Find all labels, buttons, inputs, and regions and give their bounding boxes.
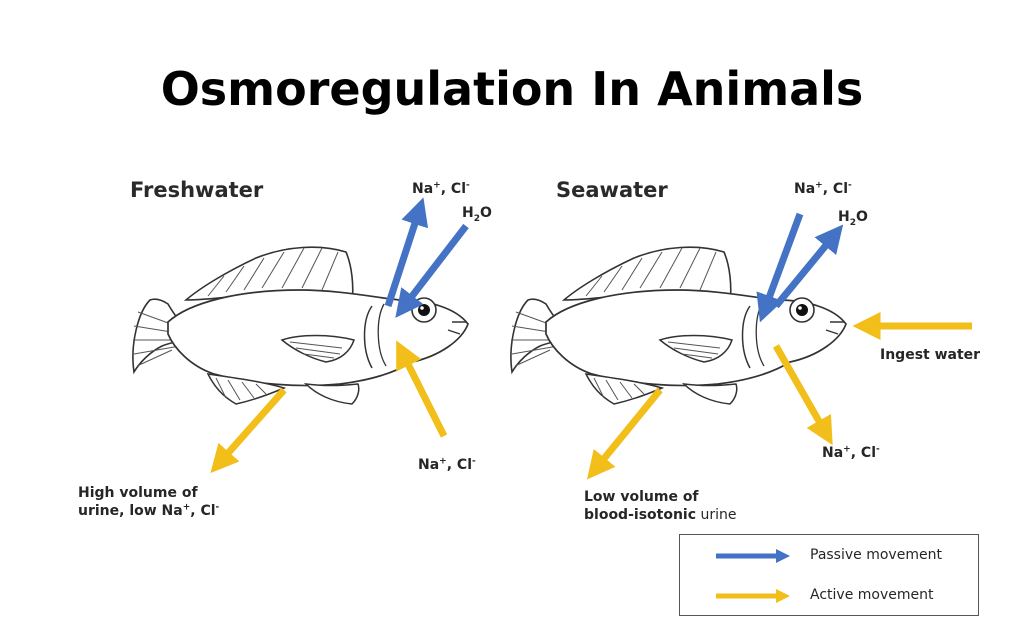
sw-ingest-water-label: Ingest water [880,347,981,363]
seawater-label: Seawater [556,178,668,202]
sw-active-ion-out-arrow [772,344,833,446]
fw-passive-water-in-arrow [395,223,469,318]
fw-water-label: H2O [462,205,492,224]
sw-passive-ion-label: Na+, Cl- [794,180,852,197]
legend-active-arrow [716,589,790,603]
fw-active-ion-label: Na+, Cl- [418,456,476,473]
sw-active-ion-label: Na+, Cl- [822,444,880,461]
legend-passive-label: Passive movement [810,547,942,563]
legend-passive-arrow [716,549,790,563]
sw-urine-out-arrow [586,387,663,480]
fw-passive-ion-out-arrow [384,197,429,308]
legend-passive-row: Passive movement [680,541,980,571]
legend-active-row: Active movement [680,581,980,611]
legend: Passive movement Active movement [679,534,979,616]
sw-urine-label: Low volume of blood-isotonic urine [584,489,737,524]
page-title: Osmoregulation In Animals [160,62,864,116]
freshwater-label: Freshwater [130,178,264,202]
sw-passive-ion-in-arrow [756,212,804,323]
fw-urine-label: High volume of urine, low Na+, Cl- [78,485,220,520]
fw-active-ion-in-arrow [396,340,448,438]
sw-passive-water-out-arrow [773,224,844,309]
fw-passive-ion-label: Na+, Cl- [412,180,470,197]
sw-water-label: H2O [838,209,868,228]
legend-active-label: Active movement [810,587,934,603]
fw-urine-out-arrow [210,387,287,474]
